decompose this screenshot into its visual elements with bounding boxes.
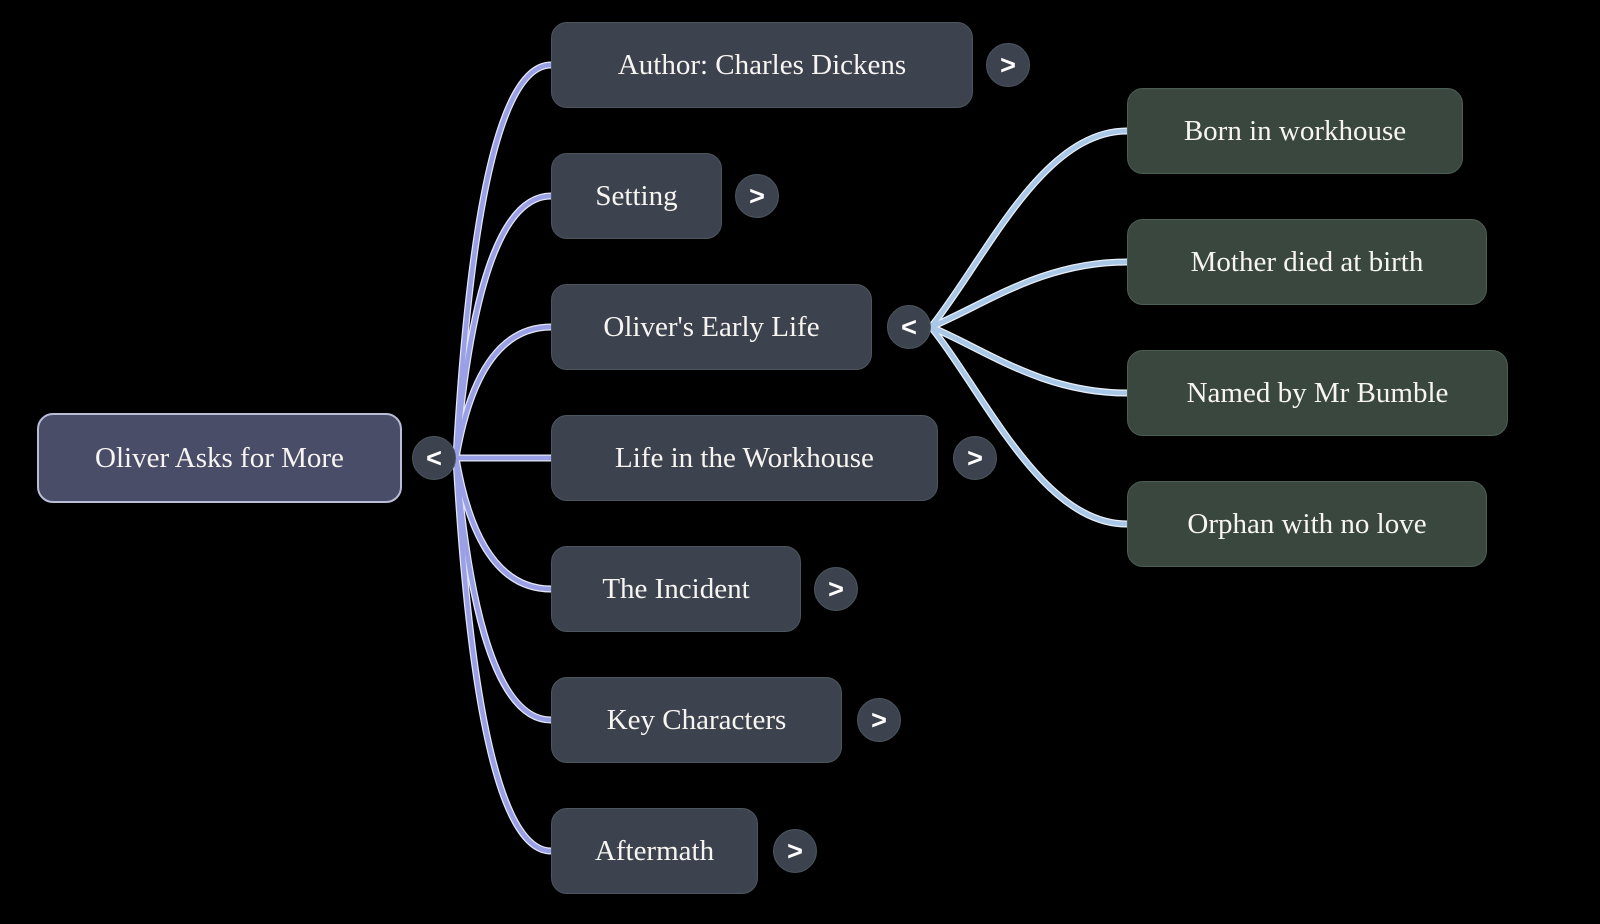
node-orphan-no-love-label: Orphan with no love	[1187, 507, 1427, 540]
edge	[453, 455, 554, 592]
edge-halo	[927, 127, 1131, 331]
edge-halo	[927, 323, 1131, 528]
toggle-early-life[interactable]: <	[887, 305, 931, 349]
toggle-aftermath[interactable]: >	[773, 829, 817, 873]
node-early-life-label: Oliver's Early Life	[603, 310, 820, 343]
toggle-setting[interactable]: >	[735, 174, 779, 218]
edge	[928, 324, 1130, 396]
edge-halo	[927, 323, 1131, 397]
node-root-label: Oliver Asks for More	[95, 441, 344, 474]
edge	[928, 128, 1130, 330]
toggle-author[interactable]: >	[986, 43, 1030, 87]
toggle-root[interactable]: <	[412, 436, 456, 480]
node-mother-died[interactable]: Mother died at birth	[1127, 219, 1487, 305]
toggle-key-characters[interactable]: >	[857, 698, 901, 742]
edges-early-life	[928, 128, 1130, 527]
toggle-incident[interactable]: >	[814, 567, 858, 611]
node-incident[interactable]: The Incident	[551, 546, 801, 632]
toggle-workhouse[interactable]: >	[953, 436, 997, 480]
node-born-in-workhouse[interactable]: Born in workhouse	[1127, 88, 1463, 174]
edge	[453, 62, 554, 461]
edge	[928, 259, 1130, 330]
node-early-life[interactable]: Oliver's Early Life	[551, 284, 872, 370]
edge	[453, 193, 554, 461]
node-root[interactable]: Oliver Asks for More	[37, 413, 402, 503]
node-workhouse[interactable]: Life in the Workhouse	[551, 415, 938, 501]
node-setting-label: Setting	[595, 179, 678, 212]
node-author[interactable]: Author: Charles Dickens	[551, 22, 973, 108]
node-author-label: Author: Charles Dickens	[617, 48, 907, 81]
node-named-by-bumble-label: Named by Mr Bumble	[1186, 376, 1449, 409]
node-key-characters[interactable]: Key Characters	[551, 677, 842, 763]
edge-halo	[927, 258, 1131, 331]
node-aftermath-label: Aftermath	[594, 834, 715, 867]
node-orphan-no-love[interactable]: Orphan with no love	[1127, 481, 1487, 567]
node-mother-died-label: Mother died at birth	[1190, 245, 1424, 278]
edges-root	[453, 62, 554, 854]
edge	[453, 324, 554, 461]
node-aftermath[interactable]: Aftermath	[551, 808, 758, 894]
node-workhouse-label: Life in the Workhouse	[615, 441, 874, 474]
node-named-by-bumble[interactable]: Named by Mr Bumble	[1127, 350, 1508, 436]
edge	[453, 455, 554, 854]
node-key-characters-label: Key Characters	[606, 703, 787, 736]
node-setting[interactable]: Setting	[551, 153, 722, 239]
node-born-in-workhouse-label: Born in workhouse	[1183, 114, 1407, 147]
edge	[928, 324, 1130, 527]
node-incident-label: The Incident	[602, 572, 750, 605]
